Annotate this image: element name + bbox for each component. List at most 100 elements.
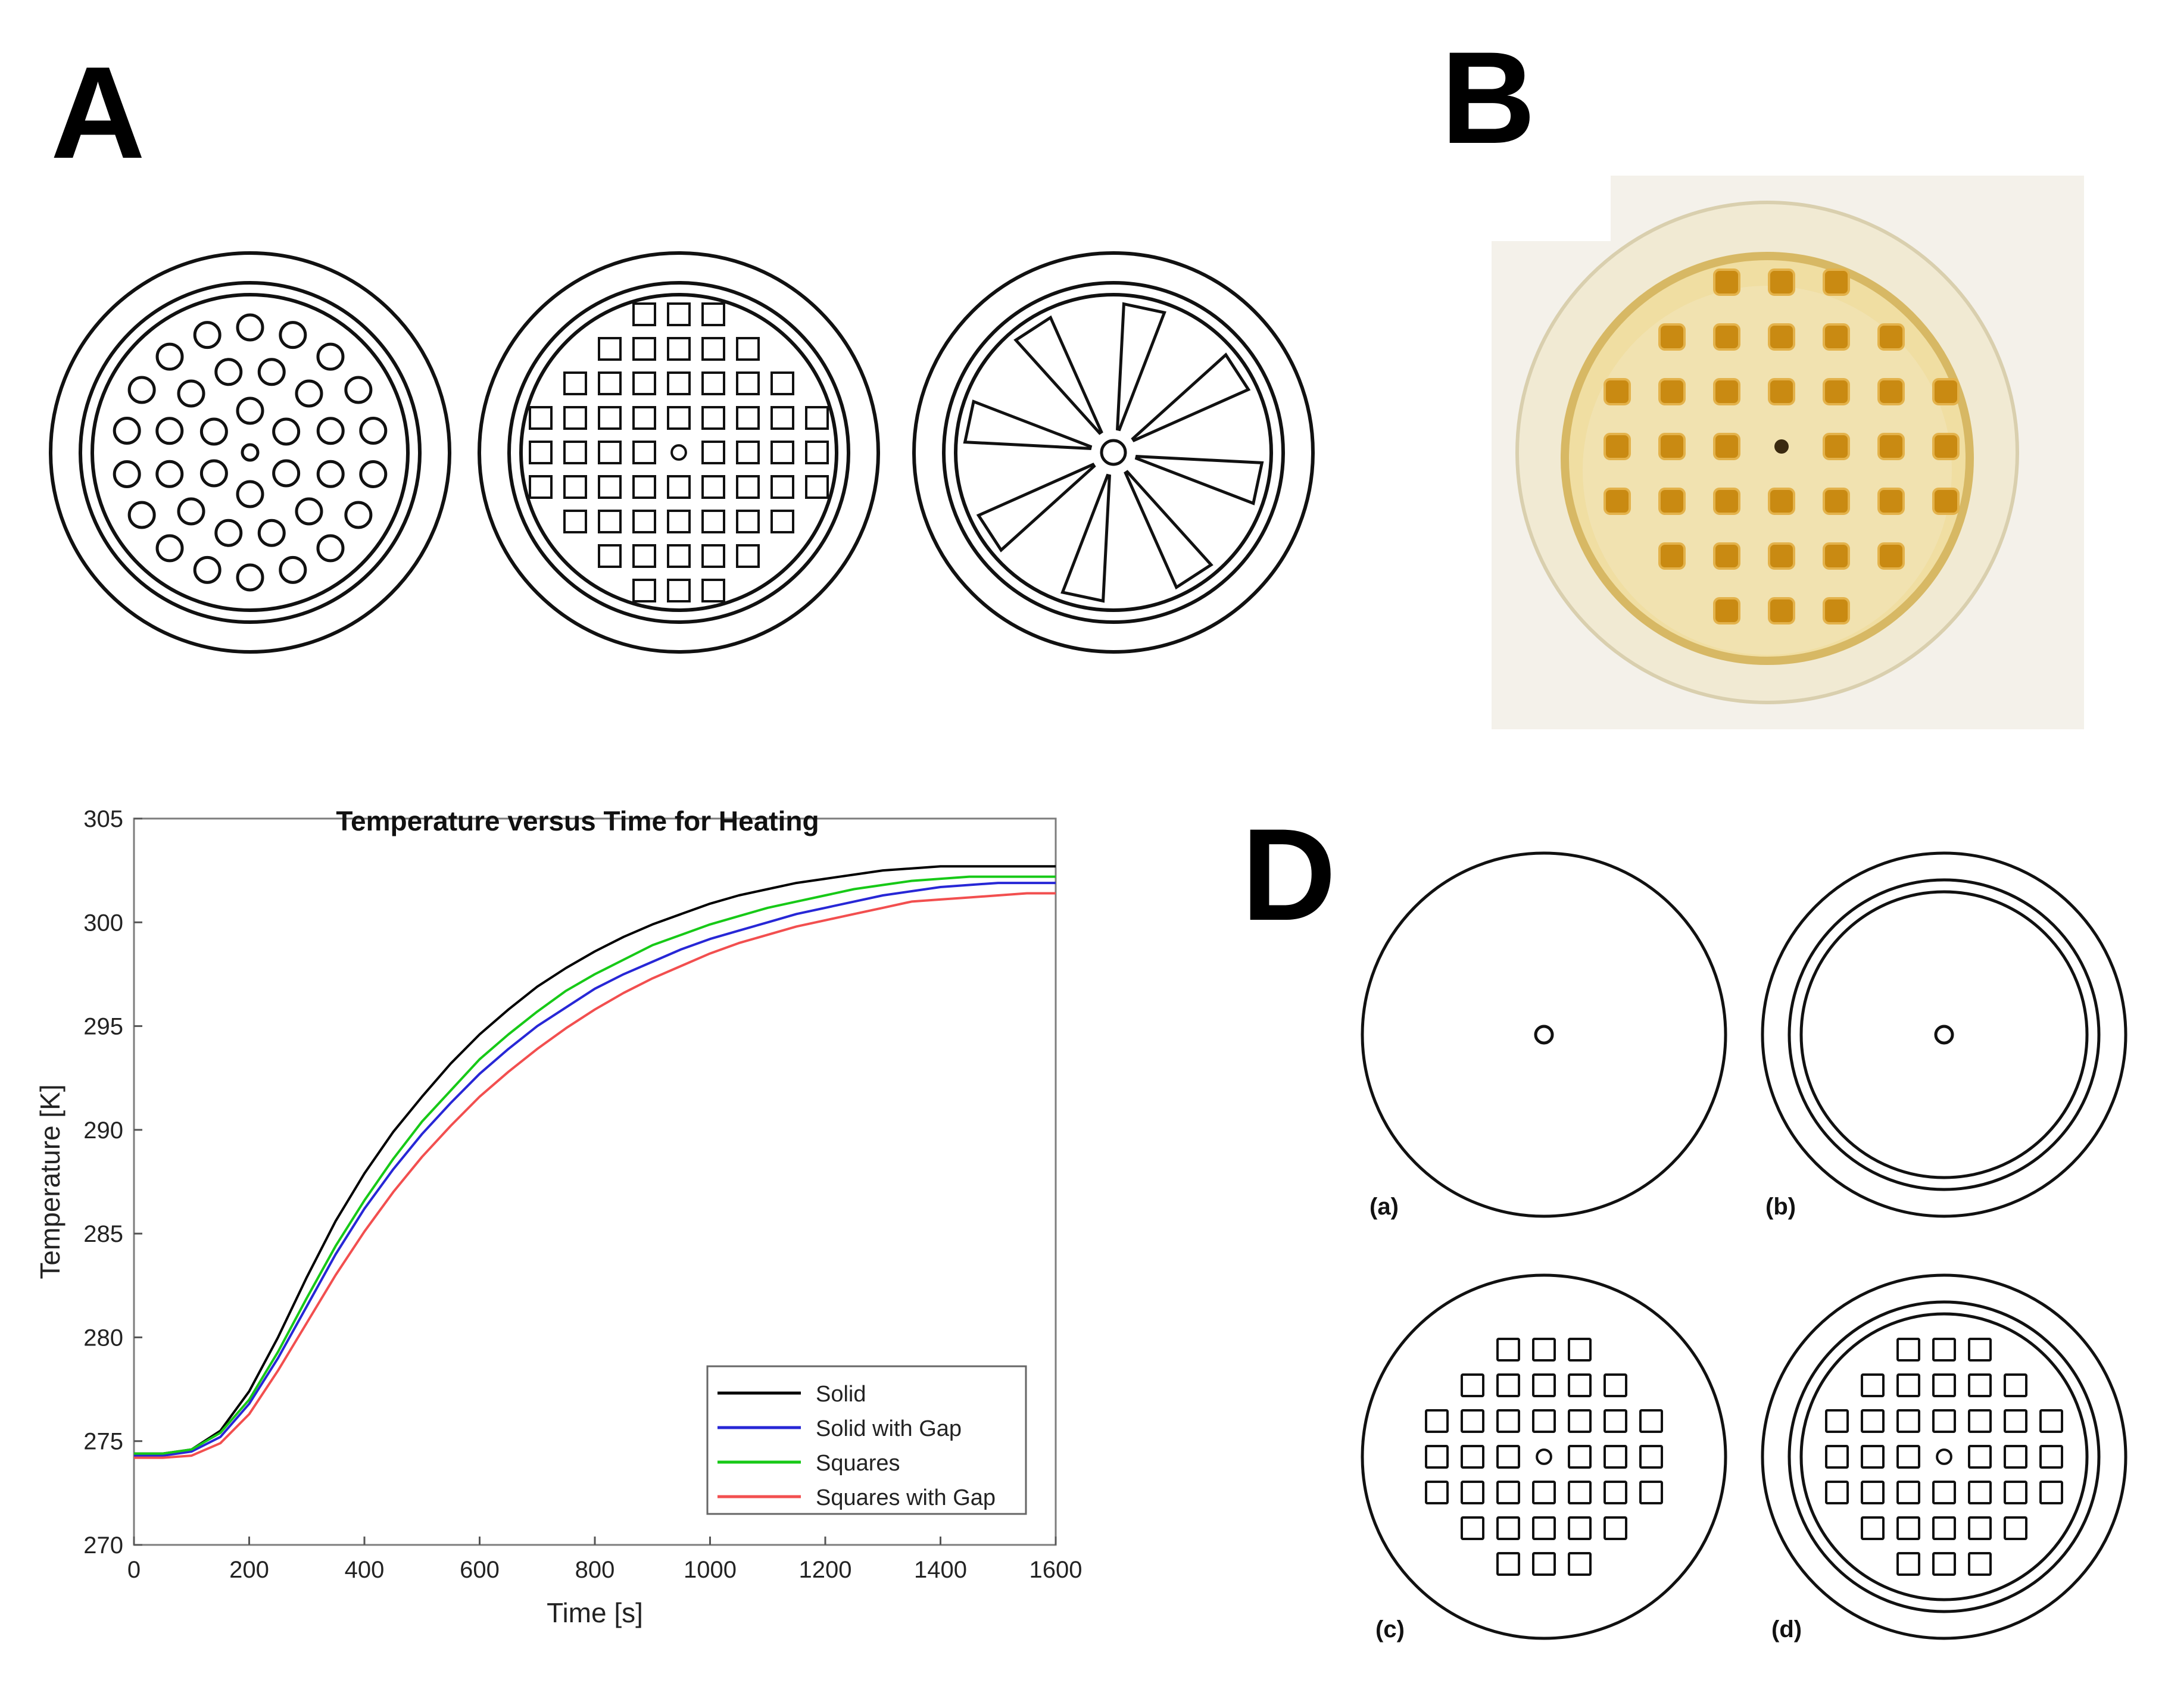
square-hole xyxy=(632,441,656,464)
square-hole xyxy=(1932,1481,1956,1504)
square-hole xyxy=(770,510,794,533)
square-holes xyxy=(1825,1338,2063,1576)
square-hole xyxy=(1425,1481,1449,1504)
photo-square-hole xyxy=(1768,542,1795,570)
photo-square-hole xyxy=(1877,433,1905,460)
y-tick-label: 280 xyxy=(83,1325,123,1351)
square-hole xyxy=(632,302,656,326)
circular-hole xyxy=(272,459,301,488)
square-hole xyxy=(1461,1516,1484,1540)
square-hole xyxy=(1496,1552,1520,1576)
square-hole xyxy=(701,544,725,568)
photo-square-hole xyxy=(1768,488,1795,515)
circular-hole xyxy=(127,376,156,404)
legend-entry: Squares xyxy=(816,1451,900,1476)
square-hole xyxy=(1639,1445,1663,1469)
circular-hole xyxy=(359,417,388,445)
circular-hole xyxy=(214,519,243,547)
square-hole xyxy=(598,441,622,464)
square-hole xyxy=(736,441,760,464)
square-hole xyxy=(1825,1481,1849,1504)
square-hole xyxy=(563,371,587,395)
disc-gap-ring xyxy=(79,281,422,624)
circular-hole xyxy=(279,555,307,584)
y-tick-label: 290 xyxy=(83,1117,123,1144)
subpanel-label-d: (d) xyxy=(1771,1616,1802,1643)
photo-background-notch xyxy=(1492,176,1611,241)
disc-gap-ring xyxy=(942,281,1285,624)
square-hole xyxy=(1861,1445,1885,1469)
square-hole xyxy=(1461,1445,1484,1469)
square-hole xyxy=(598,544,622,568)
circular-hole xyxy=(155,534,184,563)
square-hole xyxy=(1425,1445,1449,1469)
square-hole xyxy=(1604,1409,1627,1433)
square-hole xyxy=(1568,1338,1592,1362)
square-hole xyxy=(1861,1409,1885,1433)
circular-hole xyxy=(279,321,307,349)
square-hole xyxy=(1896,1409,1920,1433)
disc-outer-ring xyxy=(1361,851,1727,1218)
circular-hole xyxy=(316,342,345,371)
circular-holes xyxy=(113,313,388,592)
square-hole xyxy=(1896,1373,1920,1397)
circular-hole xyxy=(177,497,205,526)
photo-square-hole xyxy=(1604,433,1631,460)
square-hole xyxy=(2039,1409,2063,1433)
wedge-holes xyxy=(963,302,1264,603)
circular-hole xyxy=(236,480,264,508)
square-holes xyxy=(1425,1338,1663,1576)
square-hole xyxy=(1532,1409,1556,1433)
series-line xyxy=(134,875,1056,1455)
photo-square-hole xyxy=(1713,378,1740,405)
photo-square-hole xyxy=(1768,323,1795,351)
square-hole xyxy=(632,544,656,568)
square-hole xyxy=(632,579,656,602)
wedge-hole xyxy=(963,399,1093,451)
x-tick-label: 0 xyxy=(127,1557,141,1583)
photo-square-hole xyxy=(1823,323,1850,351)
series-line xyxy=(134,865,1056,1455)
wedge-hole xyxy=(1060,473,1112,603)
photo-square-hole xyxy=(1658,542,1686,570)
square-hole xyxy=(1568,1373,1592,1397)
subpanel-label-c: (c) xyxy=(1375,1616,1405,1643)
wedge-hole xyxy=(976,463,1096,552)
square-hole xyxy=(1568,1409,1592,1433)
photo-square-hole xyxy=(1768,268,1795,296)
square-hole xyxy=(1896,1481,1920,1504)
square-hole xyxy=(770,475,794,499)
legend-entry: Squares with Gap xyxy=(816,1485,996,1510)
circular-hole xyxy=(193,321,222,349)
center-hole xyxy=(1934,1025,1954,1045)
square-hole xyxy=(1461,1409,1484,1433)
square-hole xyxy=(1861,1481,1885,1504)
square-hole xyxy=(1968,1338,1992,1362)
disc-outer-ring xyxy=(478,251,880,654)
photo-square-hole xyxy=(1658,378,1686,405)
square-hole xyxy=(598,337,622,361)
center-hole xyxy=(1936,1448,1952,1465)
square-hole xyxy=(563,406,587,430)
circular-hole xyxy=(113,460,141,488)
square-hole xyxy=(563,441,587,464)
square-hole xyxy=(598,510,622,533)
square-hole xyxy=(1896,1516,1920,1540)
square-hole xyxy=(529,441,553,464)
square-hole xyxy=(1968,1516,1992,1540)
square-hole xyxy=(1532,1552,1556,1576)
square-hole xyxy=(1604,1445,1627,1469)
circular-hole xyxy=(214,358,243,386)
subpanel-label-b: (b) xyxy=(1765,1194,1796,1220)
wedge-hole xyxy=(1131,352,1251,442)
photo-square-hole xyxy=(1604,488,1631,515)
square-hole xyxy=(563,475,587,499)
square-hole xyxy=(1532,1338,1556,1362)
square-hole xyxy=(1968,1481,1992,1504)
photo-square-hole xyxy=(1823,433,1850,460)
y-tick-label: 305 xyxy=(83,806,123,832)
circular-hole xyxy=(236,563,264,592)
chart-title: Temperature versus Time for Heating xyxy=(336,805,819,836)
